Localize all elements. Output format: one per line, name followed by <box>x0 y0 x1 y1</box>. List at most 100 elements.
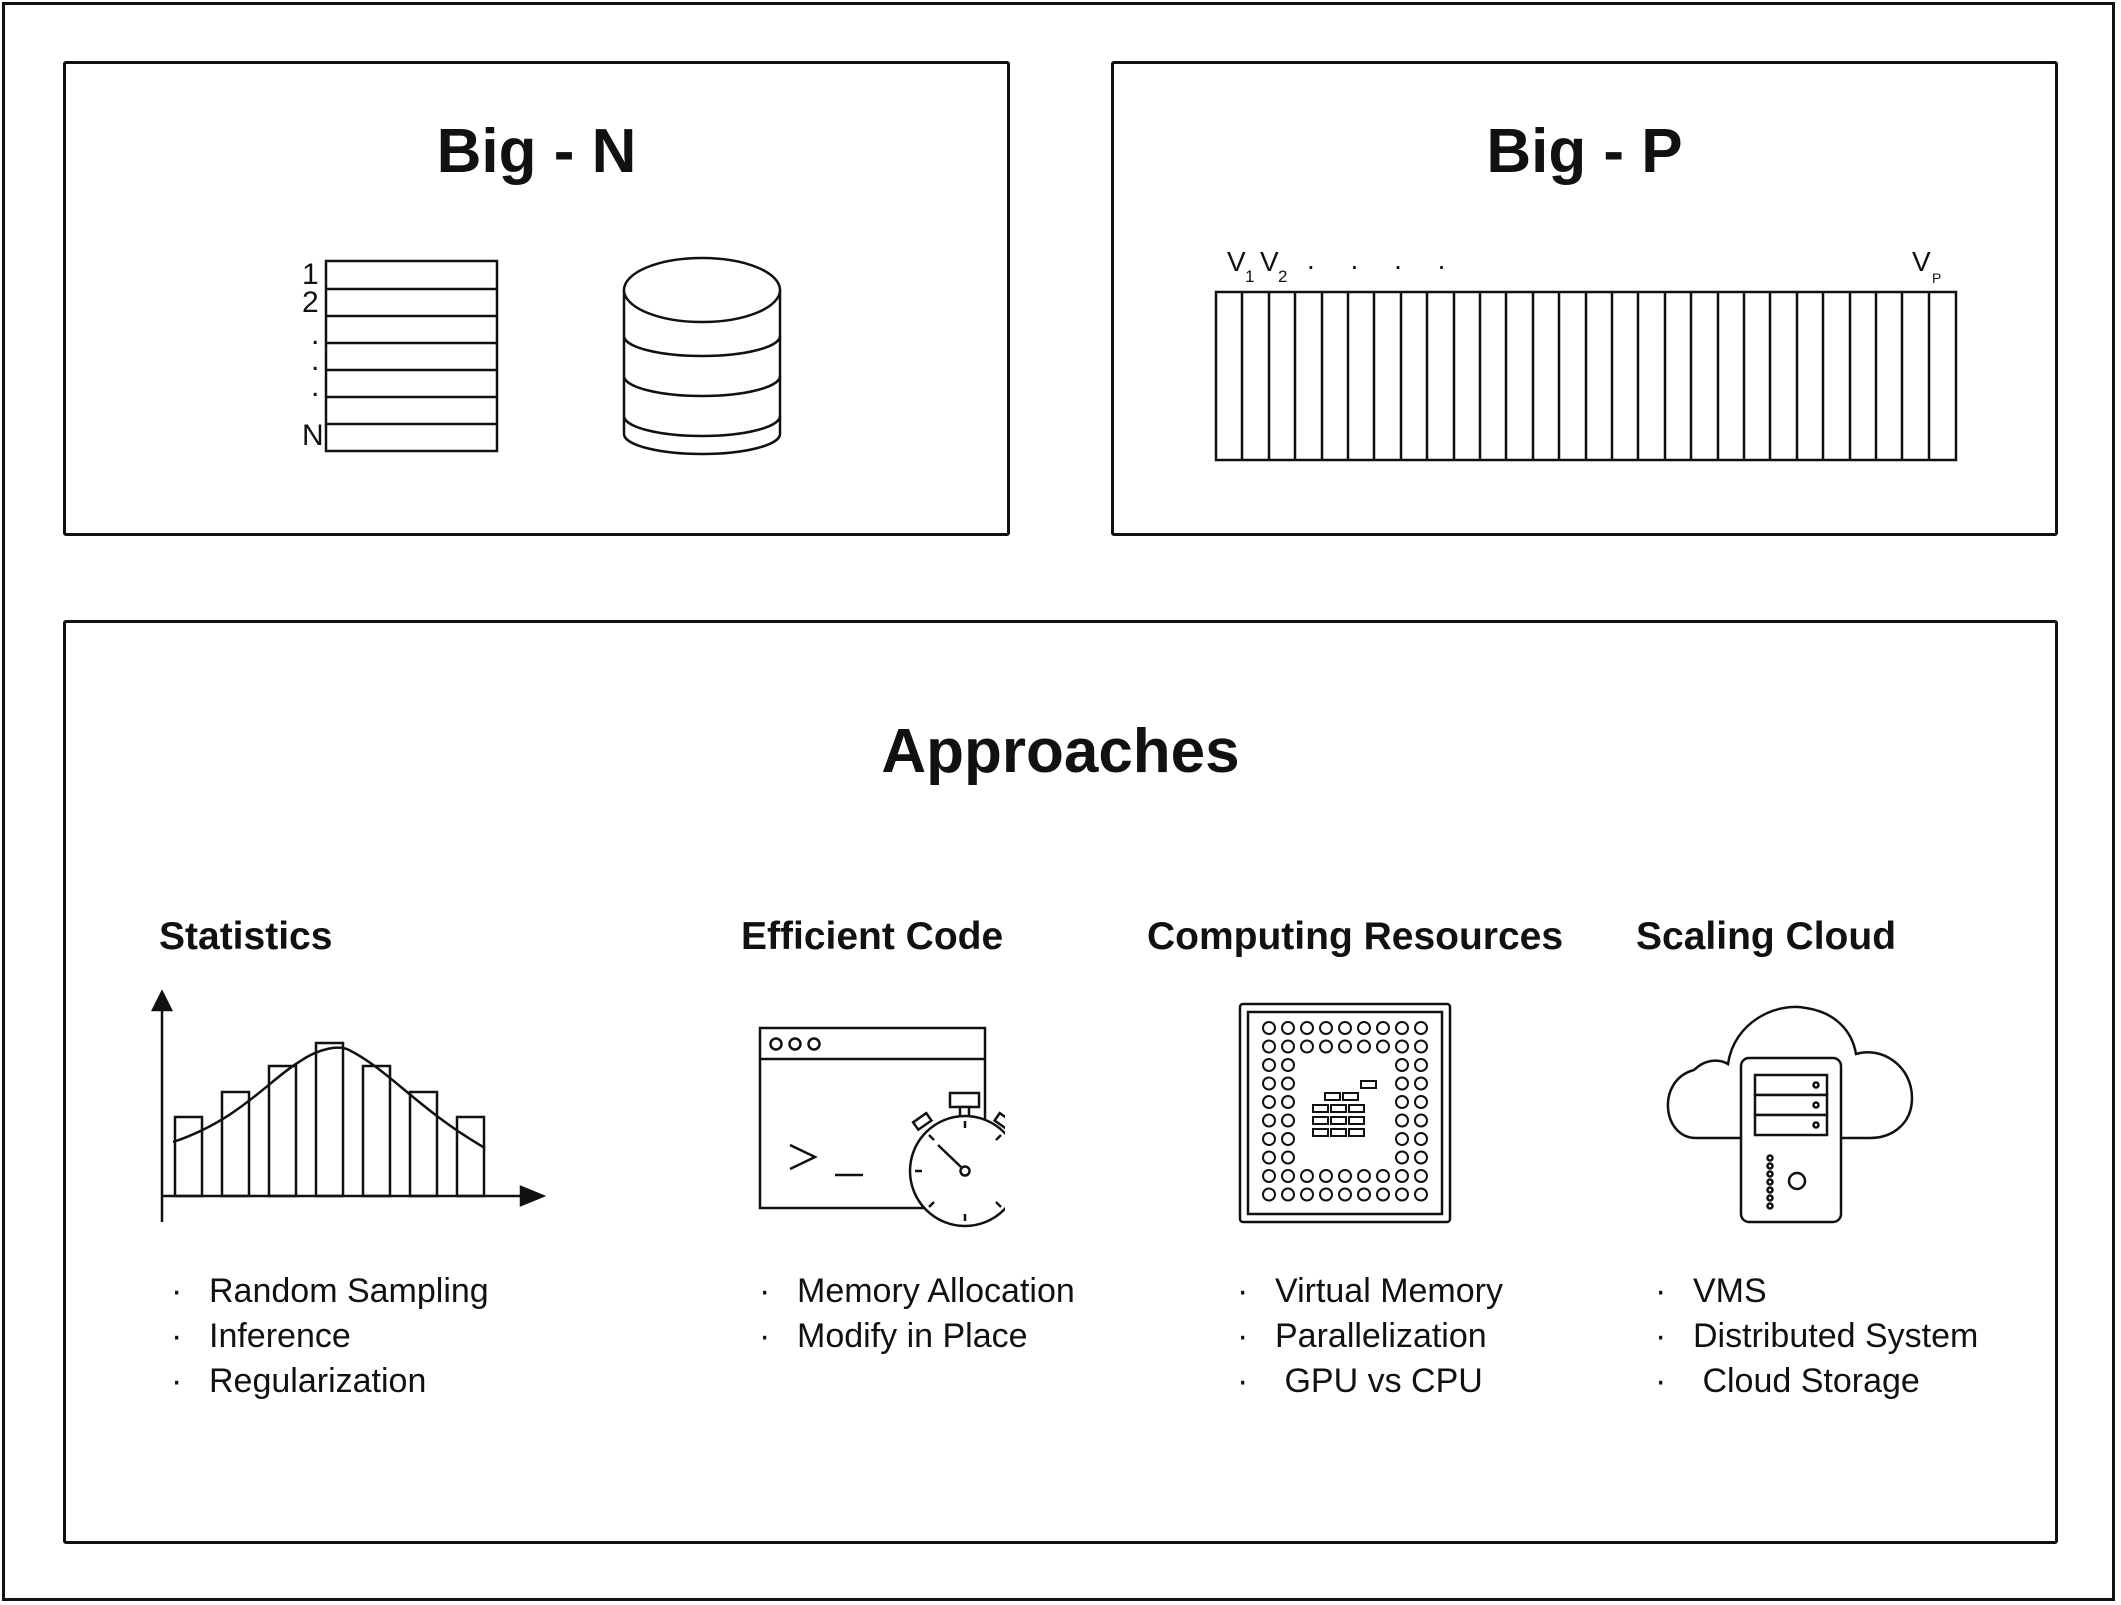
row-label-dot-3: . <box>311 370 320 403</box>
cpu-pin <box>1414 1132 1428 1146</box>
cpu-pin <box>1338 1169 1352 1183</box>
cpu-pin <box>1414 1169 1428 1183</box>
scaling-cloud-title: Scaling Cloud <box>1636 915 1897 958</box>
row-label-dot-1: . <box>311 318 320 351</box>
cpu-pin <box>1262 1150 1276 1165</box>
cpu-pin <box>1414 1095 1428 1109</box>
computing-resources-item: GPU vs CPU <box>1235 1359 1503 1404</box>
scaling-cloud-item: VMS <box>1653 1269 1978 1314</box>
cpu-pin <box>1300 1187 1314 1202</box>
cpu-pin <box>1376 1039 1390 1054</box>
variable-columns-icon <box>1214 290 1958 462</box>
cpu-pin <box>1319 1039 1333 1054</box>
terminal-stopwatch-icon <box>758 1026 1005 1228</box>
cpu-pin <box>1414 1021 1428 1035</box>
cpu-pin <box>1395 1058 1409 1072</box>
cpu-pin <box>1281 1187 1295 1202</box>
cpu-pin <box>1281 1021 1295 1035</box>
approaches-panel: Approaches Statistics Random Sampling In… <box>63 620 2058 1544</box>
histogram-bell-curve-icon <box>150 990 547 1222</box>
cpu-pin <box>1357 1187 1371 1202</box>
cpu-pin <box>1414 1076 1428 1091</box>
variable-label-v2: V <box>1260 246 1279 277</box>
cpu-pin <box>1319 1021 1333 1035</box>
cpu-pin <box>1262 1076 1276 1091</box>
cpu-pin <box>1376 1021 1390 1035</box>
cpu-pin <box>1281 1132 1295 1146</box>
cpu-pin <box>1300 1169 1314 1183</box>
variable-label-vp-subscript: P <box>1932 270 1942 286</box>
cpu-pin <box>1357 1021 1371 1035</box>
variable-label-v1-subscript: 1 <box>1245 267 1255 286</box>
scaling-cloud-item: Distributed System <box>1653 1314 1978 1359</box>
cpu-pin <box>1414 1113 1428 1128</box>
big-p-panel: Big - P V 1 V 2 . . . . V P <box>1111 61 2058 536</box>
cpu-pin <box>1395 1039 1409 1054</box>
cpu-pin <box>1395 1021 1409 1035</box>
scaling-cloud-item: Cloud Storage <box>1653 1359 1978 1404</box>
cpu-pin <box>1262 1058 1276 1072</box>
statistics-item: Regularization <box>169 1359 489 1404</box>
cpu-pin <box>1395 1132 1409 1146</box>
variable-label-dots: . . . . <box>1307 244 1460 275</box>
database-icon <box>622 256 782 456</box>
approaches-title: Approaches <box>881 717 1240 786</box>
big-n-panel: Big - N 1 2 . . . N <box>63 61 1010 536</box>
cpu-pin <box>1281 1113 1295 1128</box>
statistics-item: Inference <box>169 1314 489 1359</box>
cpu-pin <box>1376 1169 1390 1183</box>
cloud-server-icon <box>1666 1005 1914 1224</box>
cpu-pin <box>1395 1150 1409 1165</box>
cpu-pin <box>1319 1169 1333 1183</box>
scaling-cloud-list: VMS Distributed System Cloud Storage <box>1653 1269 1978 1404</box>
cpu-pin <box>1300 1021 1314 1035</box>
computing-resources-list: Virtual Memory Parallelization GPU vs CP… <box>1235 1269 1503 1404</box>
cpu-pin <box>1414 1039 1428 1054</box>
variable-label-v1: V <box>1227 246 1246 277</box>
cpu-pin <box>1262 1095 1276 1109</box>
statistics-item: Random Sampling <box>169 1269 489 1314</box>
cpu-pin <box>1281 1095 1295 1109</box>
cpu-pin <box>1338 1039 1352 1054</box>
row-label-n: N <box>302 419 324 452</box>
variable-label-vp: V <box>1912 246 1931 277</box>
computing-resources-title: Computing Resources <box>1147 915 1564 958</box>
efficient-code-item: Modify in Place <box>757 1314 1075 1359</box>
cpu-chip-icon <box>1238 1002 1452 1224</box>
statistics-list: Random Sampling Inference Regularization <box>169 1269 489 1404</box>
cpu-pin <box>1395 1187 1409 1202</box>
cpu-pin <box>1357 1039 1371 1054</box>
cpu-pin <box>1281 1169 1295 1183</box>
row-label-2: 2 <box>302 286 319 319</box>
cpu-pin <box>1300 1039 1314 1054</box>
row-label-1: 1 <box>302 258 319 291</box>
cpu-pin <box>1262 1021 1276 1035</box>
cpu-pin <box>1414 1150 1428 1165</box>
efficient-code-list: Memory Allocation Modify in Place <box>757 1269 1075 1359</box>
cpu-pin <box>1262 1039 1276 1054</box>
cpu-pin <box>1338 1021 1352 1035</box>
cpu-pin <box>1281 1076 1295 1091</box>
cpu-pin <box>1395 1076 1409 1091</box>
statistics-title: Statistics <box>159 915 333 958</box>
data-rows-table-icon <box>324 259 499 453</box>
cpu-pin <box>1281 1039 1295 1054</box>
cpu-pin <box>1262 1187 1276 1202</box>
computing-resources-item: Parallelization <box>1235 1314 1503 1359</box>
computing-resources-item: Virtual Memory <box>1235 1269 1503 1314</box>
variable-label-v2-subscript: 2 <box>1278 267 1288 286</box>
cpu-pin <box>1281 1058 1295 1072</box>
cpu-pin <box>1357 1169 1371 1183</box>
cpu-pin <box>1262 1132 1276 1146</box>
row-label-dot-2: . <box>311 344 320 377</box>
big-p-title: Big - P <box>1486 117 1683 186</box>
big-n-title: Big - N <box>436 117 637 186</box>
efficient-code-item: Memory Allocation <box>757 1269 1075 1314</box>
cpu-pin <box>1414 1058 1428 1072</box>
cpu-pin <box>1262 1113 1276 1128</box>
cpu-pin <box>1395 1095 1409 1109</box>
cpu-pin <box>1262 1169 1276 1183</box>
cpu-pin <box>1395 1169 1409 1183</box>
cpu-pin <box>1281 1150 1295 1165</box>
